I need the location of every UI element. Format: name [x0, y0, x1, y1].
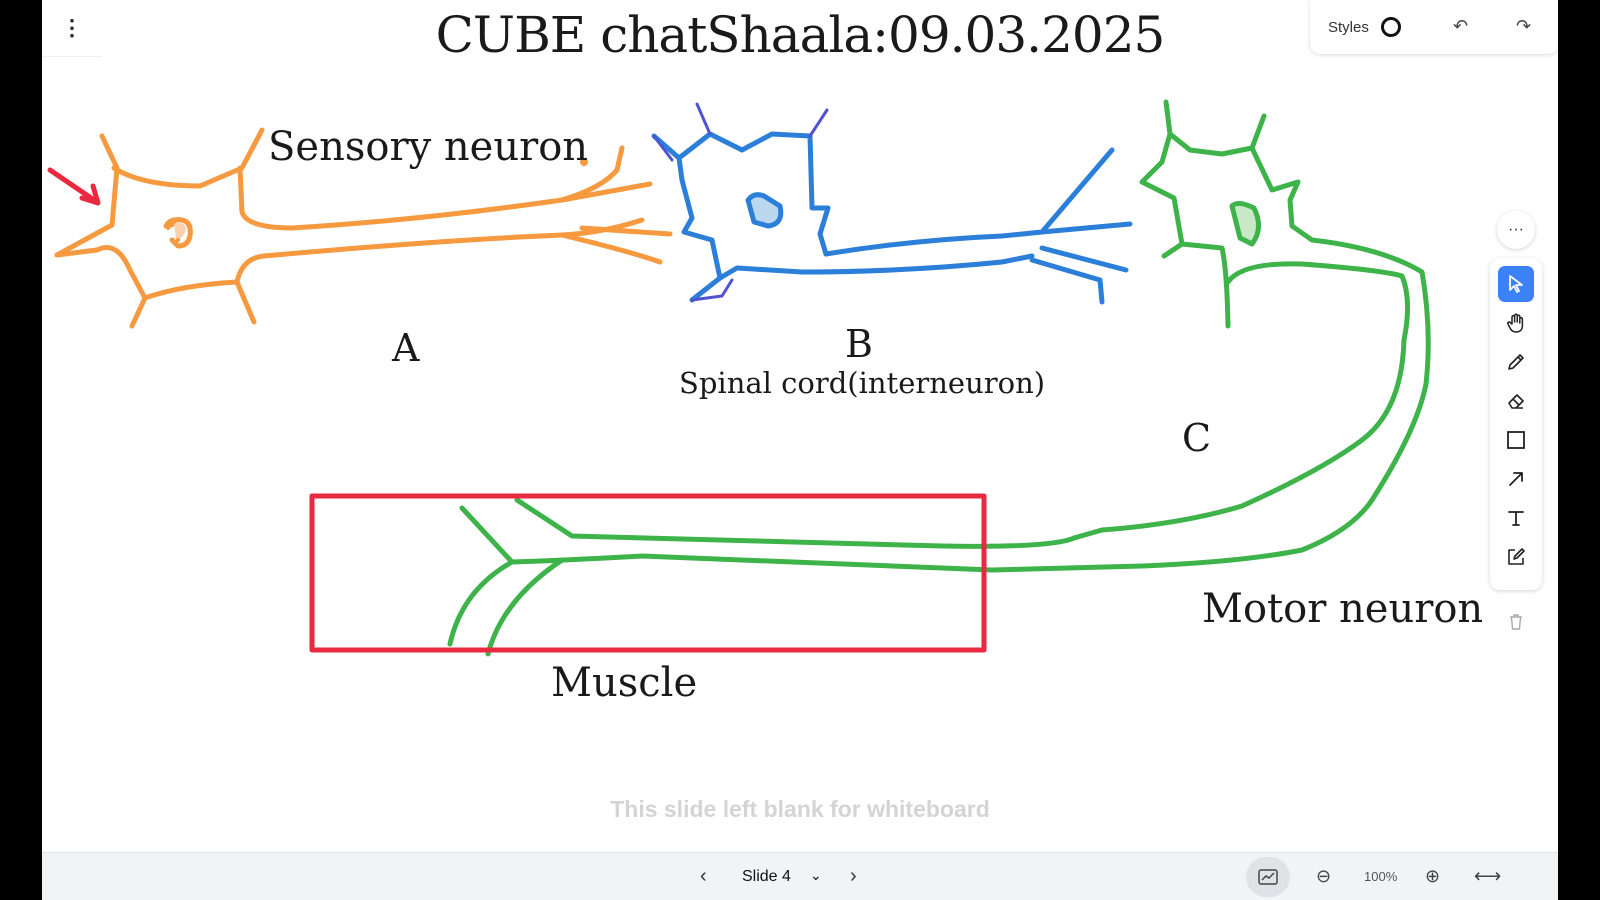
label-b: B — [845, 322, 873, 366]
more-options-button[interactable]: ··· — [1497, 211, 1535, 249]
slide-selector[interactable]: Slide 4 — [742, 868, 791, 885]
note-edit-icon — [1508, 548, 1525, 565]
neuron-drawing — [47, 99, 1431, 657]
zoom-level[interactable]: 100% — [1364, 869, 1398, 884]
rectangle-tool[interactable] — [1498, 422, 1534, 458]
more-horizontal-icon: ··· — [1508, 221, 1524, 238]
eraser-icon — [1508, 394, 1524, 409]
spinal-cord-label: Spinal cord(interneuron) — [679, 366, 1046, 400]
cursor-arrow-icon — [1509, 275, 1523, 293]
drawing-toolbar — [1490, 258, 1542, 590]
chevron-down-icon[interactable]: ⌄ — [810, 867, 822, 883]
stroke-style-circle-icon[interactable] — [1380, 17, 1401, 37]
sensory-neuron-label: Sensory neuron — [268, 124, 589, 170]
arrow-tool[interactable] — [1498, 461, 1534, 497]
styles-button-label[interactable]: Styles — [1328, 18, 1369, 36]
pencil-tool[interactable] — [1498, 344, 1534, 380]
eraser-tool[interactable] — [1498, 383, 1534, 419]
trash-icon[interactable] — [1506, 612, 1526, 632]
chart-icon — [1258, 869, 1278, 885]
label-a: A — [392, 326, 420, 370]
previous-slide-icon[interactable]: ‹ — [700, 865, 707, 887]
muscle-label: Muscle — [551, 660, 698, 706]
red-arrow-icon — [47, 167, 101, 206]
note-tool[interactable] — [1498, 539, 1534, 575]
pencil-icon — [1508, 354, 1524, 370]
diagonal-arrow-icon — [1509, 472, 1523, 486]
text-icon — [1508, 511, 1524, 526]
select-tool[interactable] — [1498, 266, 1534, 302]
rectangle-icon — [1507, 431, 1525, 449]
undo-icon[interactable]: ↶ — [1453, 16, 1469, 36]
sensory-neuron-shape — [54, 127, 673, 329]
motor-neuron-label: Motor neuron — [1202, 586, 1484, 632]
next-slide-icon[interactable]: › — [850, 865, 857, 887]
motor-neuron-shape — [447, 99, 1431, 657]
page-title: CUBE chatShaala:09.03.2025 — [435, 6, 1166, 64]
minimap-toggle-button[interactable] — [1246, 857, 1290, 897]
interneuron-shape — [651, 131, 1133, 305]
sensory-dot — [580, 158, 588, 166]
blank-slide-watermark: This slide left blank for whiteboard — [610, 796, 990, 822]
fit-width-icon[interactable]: ⟷ — [1474, 866, 1502, 887]
hand-tool[interactable] — [1498, 305, 1534, 341]
whiteboard-canvas[interactable]: ⋮ CUBE chatShaala:09.03.2025 Styles ↶ ↷ — [42, 0, 1558, 900]
zoom-in-icon[interactable]: ⊕ — [1425, 866, 1441, 886]
text-tool[interactable] — [1498, 500, 1534, 536]
redo-icon[interactable]: ↷ — [1516, 16, 1532, 36]
hand-icon — [1507, 313, 1524, 333]
label-c: C — [1182, 416, 1212, 460]
muscle-box — [309, 493, 987, 653]
zoom-out-icon[interactable]: ⊖ — [1316, 866, 1332, 886]
kebab-menu-button[interactable]: ⋮ — [42, 0, 102, 57]
kebab-menu-icon: ⋮ — [61, 15, 83, 40]
bottom-navigation-bar: ‹ Slide 4 ⌄ › ⊖ 100% ⊕ ⟷ — [42, 852, 1558, 900]
styles-panel: Styles ↶ ↷ — [1310, 0, 1558, 54]
